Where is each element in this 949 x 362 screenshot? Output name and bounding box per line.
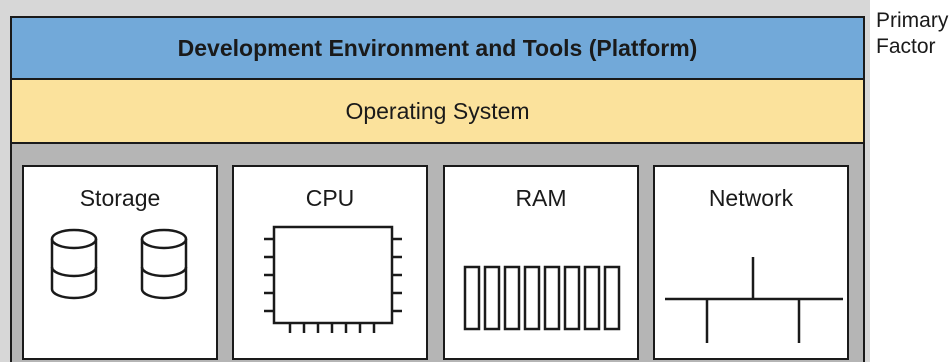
ram-icon xyxy=(463,265,621,331)
storage-box: Storage xyxy=(22,165,218,360)
primary-factor-line1: Primary xyxy=(876,9,949,32)
storage-icon xyxy=(50,228,188,300)
operating-system-layer: Operating System xyxy=(12,80,863,144)
cpu-box: CPU xyxy=(232,165,428,360)
primary-factor-line2: Factor xyxy=(876,35,936,58)
platform-layer: Development Environment and Tools (Platf… xyxy=(12,18,863,80)
cpu-label: CPU xyxy=(305,185,355,211)
ram-label: RAM xyxy=(515,185,567,211)
cpu-icon xyxy=(264,225,402,333)
ram-box: RAM xyxy=(443,165,639,360)
primary-factor-label: Primary Factor xyxy=(876,8,948,60)
network-label: Network xyxy=(708,185,794,211)
layer-stack: Development Environment and Tools (Platf… xyxy=(10,16,865,362)
network-box: Network xyxy=(653,165,849,360)
network-icon xyxy=(665,257,843,343)
hardware-layer: Storage CPU xyxy=(12,144,863,362)
storage-label: Storage xyxy=(79,185,161,211)
